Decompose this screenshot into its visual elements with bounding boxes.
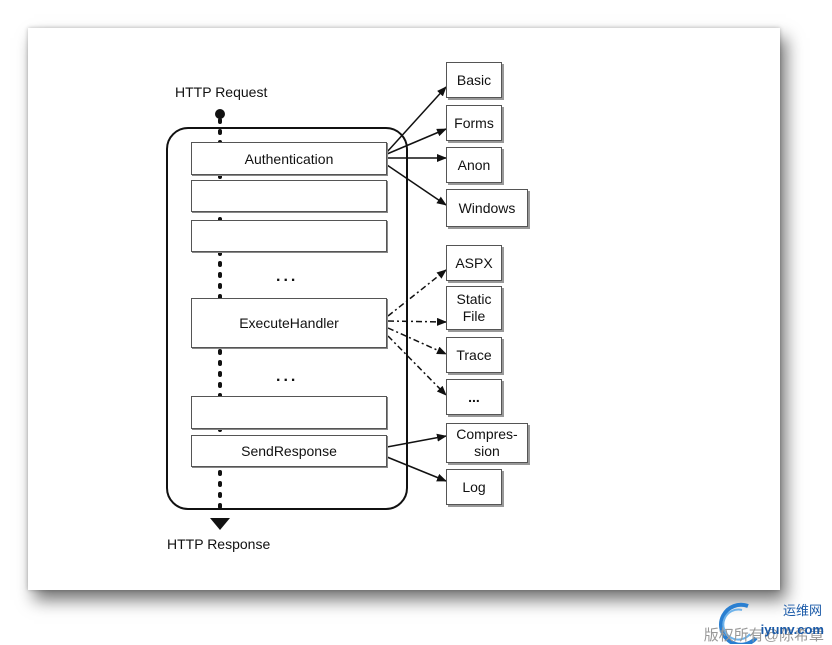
module-basic: Basic	[446, 62, 502, 98]
request-start-dot	[215, 109, 225, 119]
watermark-copyright: 版权所有@陈希章	[703, 627, 824, 644]
module-aspx: ASPX	[446, 245, 502, 281]
module-trace: Trace	[446, 337, 502, 373]
watermark-logo-icon	[719, 602, 758, 644]
module-log: Log	[446, 469, 502, 505]
stage-empty-3	[191, 396, 387, 429]
module-compression: Compres- sion	[446, 423, 528, 463]
arrow-log	[386, 456, 447, 482]
stage-execute-handler: ExecuteHandler	[191, 298, 387, 348]
arrow-compression	[386, 433, 447, 448]
module-static-file: Static File	[446, 286, 502, 330]
arrow-windows	[386, 164, 447, 206]
module-windows: Windows	[446, 189, 528, 227]
watermark-url: iyunv.com	[760, 622, 824, 637]
module-more: ...	[446, 379, 502, 415]
arrow-forms	[386, 128, 447, 155]
arrow-trace	[387, 327, 447, 355]
response-arrowhead	[210, 518, 230, 530]
http-request-label: HTTP Request	[175, 84, 268, 100]
module-anon: Anon	[446, 147, 502, 183]
stage-empty-2	[191, 220, 387, 252]
stage-send-response: SendResponse	[191, 435, 387, 467]
stage-ellipsis-top: ...	[276, 268, 299, 285]
arrow-aspx	[387, 269, 447, 317]
http-response-label: HTTP Response	[167, 536, 271, 552]
stage-empty-1	[191, 180, 387, 212]
module-forms: Forms	[446, 105, 502, 141]
pipeline-container	[166, 127, 408, 510]
arrow-static-file	[387, 317, 447, 326]
stage-ellipsis-bottom: ...	[276, 368, 299, 385]
stage-authentication: Authentication	[191, 142, 387, 175]
watermark-site-name: 运维网	[782, 603, 822, 618]
